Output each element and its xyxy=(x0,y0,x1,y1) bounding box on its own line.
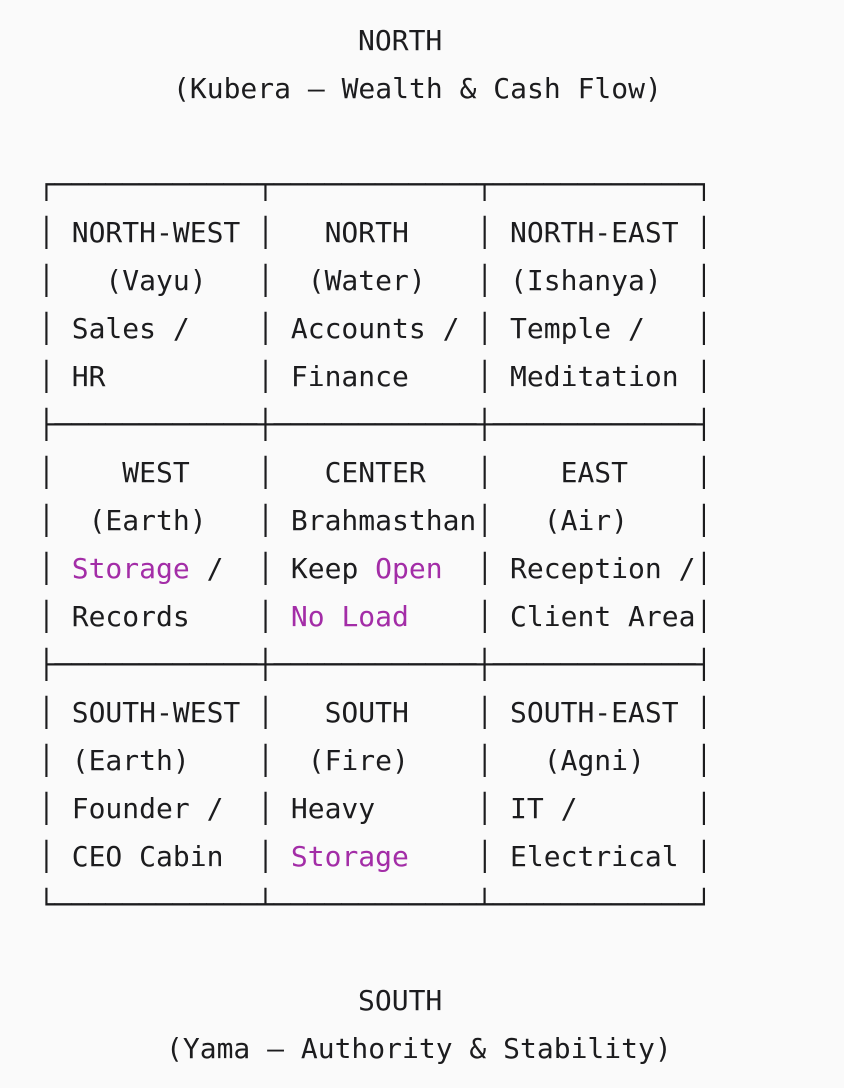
grid-text: / │ Keep xyxy=(189,552,376,585)
grid-text: │ HR │ Finance │ Meditation │ xyxy=(38,360,713,393)
grid-line: │ CEO Cabin │ Storage │ Electrical │ xyxy=(38,833,712,881)
grid-line: │ NORTH-WEST │ NORTH │ NORTH-EAST │ xyxy=(38,209,712,257)
grid-line: │ Storage / │ Keep Open │ Reception /│ xyxy=(38,545,712,593)
grid-text: │ NORTH-WEST │ NORTH │ NORTH-EAST │ xyxy=(38,216,713,249)
grid-line: │ SOUTH-WEST │ SOUTH │ SOUTH-EAST │ xyxy=(38,689,712,737)
grid-line: ├────────────┼────────────┼────────────┤ xyxy=(38,641,712,689)
grid-text: ├────────────┼────────────┼────────────┤ xyxy=(38,648,713,681)
grid-text: │ Records │ xyxy=(38,600,291,633)
grid-line: │ HR │ Finance │ Meditation │ xyxy=(38,353,712,401)
grid-line: │ (Vayu) │ (Water) │ (Ishanya) │ xyxy=(38,257,712,305)
grid-text: │ Electrical │ xyxy=(408,840,713,873)
highlighted-text: No Load xyxy=(290,600,409,633)
grid-line: │ Founder / │ Heavy │ IT / │ xyxy=(38,785,712,833)
grid-text: │ (Earth) │ Brahmasthan│ (Air) │ xyxy=(38,504,713,537)
grid-text: │ Founder / │ Heavy │ IT / │ xyxy=(38,792,713,825)
grid-text: └────────────┴────────────┴────────────┘ xyxy=(38,888,713,921)
north-axis-label: NORTH xyxy=(358,24,443,57)
highlighted-text: Storage xyxy=(290,840,409,873)
south-axis-description: (Yama — Authority & Stability) xyxy=(166,1032,672,1065)
grid-line: │ (Earth) │ Brahmasthan│ (Air) │ xyxy=(38,497,712,545)
grid-line: │ (Earth) │ (Fire) │ (Agni) │ xyxy=(38,737,712,785)
highlighted-text: Storage xyxy=(71,552,190,585)
grid-line: ┌────────────┬────────────┬────────────┐ xyxy=(38,161,712,209)
grid-text: │ Sales / │ Accounts / │ Temple / │ xyxy=(38,312,713,345)
highlighted-text: Open xyxy=(375,552,443,585)
grid-text: ┌────────────┬────────────┬────────────┐ xyxy=(38,168,713,201)
grid-line: │ WEST │ CENTER │ EAST │ xyxy=(38,449,712,497)
south-axis-label: SOUTH xyxy=(358,984,443,1017)
grid-line: │ Sales / │ Accounts / │ Temple / │ xyxy=(38,305,712,353)
north-axis-description: (Kubera — Wealth & Cash Flow) xyxy=(173,72,662,105)
grid-text: │ SOUTH-WEST │ SOUTH │ SOUTH-EAST │ xyxy=(38,696,713,729)
vastu-grid: ┌────────────┬────────────┬────────────┐… xyxy=(38,161,712,929)
grid-text: ├────────────┼────────────┼────────────┤ xyxy=(38,408,713,441)
grid-text: │ (Vayu) │ (Water) │ (Ishanya) │ xyxy=(38,264,713,297)
grid-text: │ CEO Cabin │ xyxy=(38,840,291,873)
grid-line: ├────────────┼────────────┼────────────┤ xyxy=(38,401,712,449)
grid-text: │ WEST │ CENTER │ EAST │ xyxy=(38,456,713,489)
grid-text: │ xyxy=(38,552,72,585)
grid-text: │ Reception /│ xyxy=(442,552,713,585)
grid-text: │ (Earth) │ (Fire) │ (Agni) │ xyxy=(38,744,713,777)
grid-text: │ Client Area│ xyxy=(408,600,713,633)
grid-line: └────────────┴────────────┴────────────┘ xyxy=(38,881,712,929)
grid-line: │ Records │ No Load │ Client Area│ xyxy=(38,593,712,641)
